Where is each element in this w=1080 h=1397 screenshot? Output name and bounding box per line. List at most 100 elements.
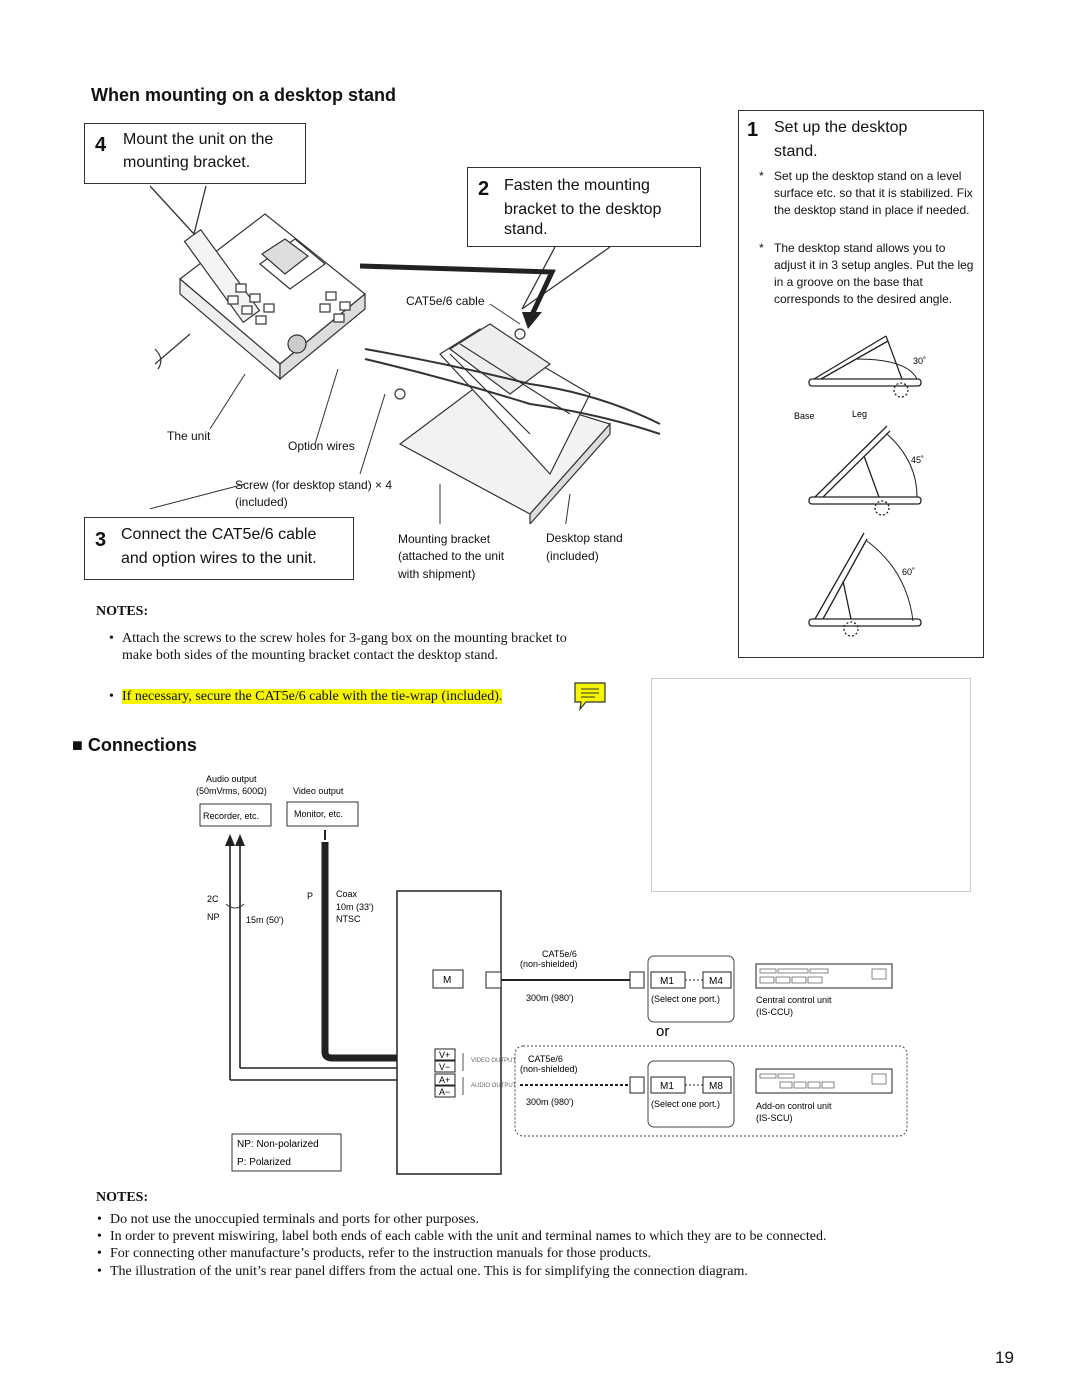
terminal-a-plus: A+	[439, 1075, 450, 1085]
legend-p: P: Polarized	[237, 1157, 291, 1168]
stand-60-illustration	[808, 532, 922, 637]
notes-title-desktop: NOTES:	[96, 604, 149, 619]
note-conn-1-text: Do not use the unoccupied terminals and …	[110, 1212, 479, 1227]
step1-bullet-2: The desktop stand allows you to adjust i…	[774, 241, 974, 306]
terminal-v-plus: V+	[439, 1050, 450, 1060]
bullet: •	[109, 631, 114, 646]
step2-box: 2 Fasten the mounting bracket to the des…	[467, 167, 701, 247]
label-ntsc: NTSC	[336, 914, 361, 924]
monitor-box	[286, 801, 359, 827]
step4-text-line2: mounting bracket.	[123, 154, 251, 171]
step3-text-line2: and option wires to the unit.	[121, 550, 317, 567]
bullet: •	[97, 1229, 102, 1244]
step1-number: 1	[747, 119, 759, 141]
note-conn-2: • In order to prevent miswiring, label b…	[97, 1228, 970, 1245]
rj45-top	[629, 971, 645, 989]
cat-cable-label: CAT5e/6 cable	[406, 294, 485, 308]
desktop-stand-label-line2: (included)	[546, 549, 599, 563]
mounting-bracket-label-line2: (attached to the unit	[398, 549, 505, 563]
or-label: or	[656, 1023, 669, 1040]
label-15m: 15m (50')	[246, 915, 284, 925]
step1-bullet-1: Set up the desktop stand on a level surf…	[774, 169, 973, 217]
section-heading-desktop: When mounting on a desktop stand	[91, 85, 396, 105]
stand-45-illustration	[808, 425, 922, 516]
label-p: P	[307, 891, 313, 901]
step1-text-line2: stand.	[774, 143, 818, 160]
unit-rear-panel	[396, 890, 502, 1175]
arrow-path	[359, 263, 556, 321]
addon-unit-label-line2: (IS-SCU)	[756, 1113, 793, 1123]
audio-output-label-line2: (50mVrms, 600Ω)	[196, 786, 267, 796]
step1-panel: 1 Set up the desktop stand. * Set up the…	[738, 110, 984, 658]
cat-label-top: CAT5e/6	[542, 949, 577, 959]
note-conn-3-text: For connecting other manufacture’s produ…	[110, 1246, 652, 1261]
base-label: Base	[794, 411, 815, 421]
video-output-label: Video output	[293, 786, 344, 796]
bullet: •	[97, 1246, 102, 1261]
addon-unit-label-line1: Add-on control unit	[756, 1101, 832, 1111]
step1-text-line1: Set up the desktop	[774, 119, 908, 136]
mounting-bracket-label-line3: with shipment)	[398, 567, 476, 581]
comment-icon[interactable]	[572, 680, 608, 712]
stand-angle-illustrations: 30˚ Base Leg 45˚ 60˚	[794, 335, 926, 637]
legend-np: NP: Non-polarized	[237, 1139, 319, 1150]
coax-cable	[321, 842, 440, 1062]
ccu-device	[755, 963, 893, 989]
step4-callout-pointer	[150, 185, 207, 236]
audio-arrow-2	[235, 834, 245, 846]
intercom-unit	[154, 213, 366, 381]
port-m8: M8	[709, 1081, 723, 1092]
step4-box: 4 Mount the unit on the mounting bracket…	[84, 123, 306, 184]
port-m1-bottom: M1	[660, 1081, 674, 1092]
video-output-small: VIDEO OUTPUT	[471, 1058, 516, 1064]
audio-arrow-1	[225, 834, 235, 846]
blank-panel	[651, 678, 971, 892]
note-desktop-2-text: If necessary, secure the CAT5e/6 cable w…	[122, 689, 503, 704]
audio-output-label-line1: Audio output	[206, 774, 257, 784]
connections-diagram: Audio output (50mVrms, 600Ω) Video outpu…	[196, 774, 908, 1175]
monitor-label: Monitor, etc.	[294, 809, 343, 819]
option-wires-label: Option wires	[288, 439, 355, 453]
step2-callout-pointer	[521, 246, 611, 310]
screw-label-line1: Screw (for desktop stand) × 4	[235, 478, 393, 492]
note-conn-3: • For connecting other manufacture’s pro…	[97, 1245, 970, 1262]
audio-output-small: AUDIO OUTPUT	[471, 1083, 517, 1089]
note-desktop-1-text: Attach the screws to the screw holes for…	[122, 631, 567, 663]
label-10m: 10m (33')	[336, 902, 374, 912]
note-conn-4-text: The illustration of the unit’s rear pane…	[110, 1264, 748, 1279]
step4-number: 4	[95, 134, 107, 156]
the-unit-label: The unit	[167, 429, 211, 443]
step2-text-line3: stand.	[504, 221, 548, 238]
label-2c: 2C	[207, 894, 219, 904]
select-port-bottom: (Select one port.)	[651, 1099, 720, 1109]
m-terminal-label: M	[443, 975, 451, 986]
recorder-label: Recorder, etc.	[203, 811, 259, 821]
note-conn-1: • Do not use the unoccupied terminals an…	[97, 1211, 970, 1228]
recorder-box	[199, 803, 272, 827]
mounting-bracket-label-line1: Mounting bracket	[398, 532, 491, 546]
bullet: •	[97, 1264, 102, 1279]
angle-45-label: 45˚	[911, 455, 924, 465]
arrow-head	[522, 312, 542, 329]
twist-mark	[225, 903, 245, 909]
ccu-port-box	[647, 955, 735, 1023]
mounting-illustration	[150, 185, 661, 524]
note-desktop-2: • If necessary, secure the CAT5e/6 cable…	[109, 688, 582, 705]
select-port-top: (Select one port.)	[651, 994, 720, 1004]
scu-device	[755, 1068, 893, 1094]
terminal-a-minus: A−	[439, 1087, 450, 1097]
non-shielded-bottom: (non-shielded)	[520, 1064, 578, 1074]
central-unit-label-line2: (IS-CCU)	[756, 1007, 793, 1017]
heading-marker: ■	[72, 735, 83, 755]
step3-number: 3	[95, 529, 107, 551]
rj45-port	[485, 971, 502, 989]
step2-text-line1: Fasten the mounting	[504, 177, 650, 194]
note-conn-2-text: In order to prevent miswiring, label bot…	[110, 1229, 827, 1244]
note-conn-4: • The illustration of the unit’s rear pa…	[97, 1263, 970, 1280]
distance-top: 300m (980')	[526, 993, 574, 1003]
label-coax: Coax	[336, 889, 358, 899]
step2-text-line2: bracket to the desktop	[504, 201, 662, 218]
connections-heading: ■ Connections	[72, 735, 197, 756]
port-m4: M4	[709, 976, 723, 987]
bullet: •	[97, 1212, 102, 1227]
